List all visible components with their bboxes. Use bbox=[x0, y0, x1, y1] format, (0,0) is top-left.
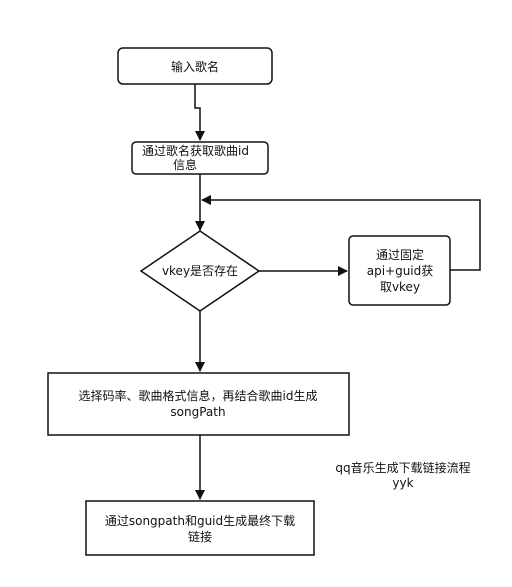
node-build-song-path: 选择码率、歌曲格式信息，再结合歌曲id生成 songPath bbox=[47, 372, 350, 436]
node-get-vkey-line1: 通过固定 bbox=[376, 247, 424, 262]
node-generate-link-line1: 通过songpath和guid生成最终下载 bbox=[105, 513, 295, 528]
node-input-song-name: 输入歌名 bbox=[117, 47, 273, 85]
node-get-song-info-line2: 信息 bbox=[173, 157, 197, 172]
node-vkey-exists-label: vkey是否存在 bbox=[162, 264, 238, 278]
node-get-vkey-line2: api+guid获 bbox=[367, 264, 434, 278]
node-build-song-path-line2: songPath bbox=[170, 405, 225, 419]
caption-author: yyk bbox=[392, 476, 414, 490]
node-get-vkey: 通过固定 api+guid获 取vkey bbox=[348, 235, 451, 306]
node-get-vkey-line3: 取vkey bbox=[380, 280, 420, 294]
node-build-song-path-line1: 选择码率、歌曲格式信息，再结合歌曲id生成 bbox=[79, 388, 318, 403]
diagram-caption: qq音乐生成下载链接流程 yyk bbox=[318, 461, 488, 491]
node-generate-link: 通过songpath和guid生成最终下载 链接 bbox=[85, 500, 315, 556]
node-get-song-info-line1: 通过歌名获取歌曲id bbox=[142, 143, 249, 158]
node-generate-link-line2: 链接 bbox=[188, 529, 212, 544]
node-get-song-info: 通过歌名获取歌曲id 信息 bbox=[131, 141, 269, 175]
caption-title: qq音乐生成下载链接流程 bbox=[335, 461, 471, 475]
node-input-song-name-label: 输入歌名 bbox=[171, 59, 219, 74]
node-vkey-exists: vkey是否存在 bbox=[139, 230, 261, 312]
edge-input-to-info bbox=[194, 84, 205, 141]
edge-vkey-loop-back bbox=[201, 195, 481, 271]
